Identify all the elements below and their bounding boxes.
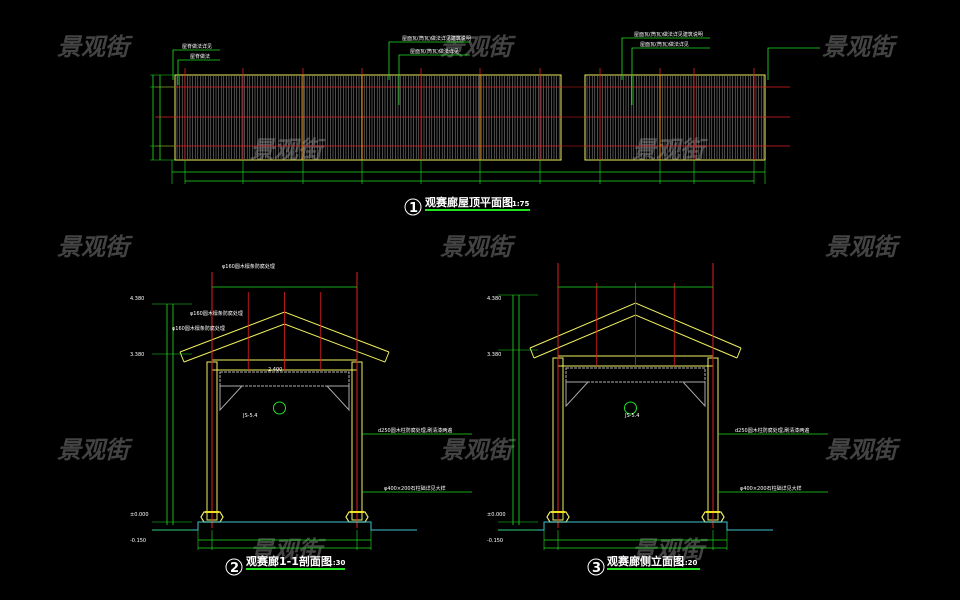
elevation-title: 观赛廊侧立面图 bbox=[607, 554, 684, 568]
detail-marker bbox=[624, 401, 637, 415]
section-number-circle bbox=[225, 558, 243, 576]
callout: d250圆木柱防腐处理,刷清漆两遍 bbox=[378, 427, 452, 434]
elevation-mark: -0.150 bbox=[487, 538, 503, 544]
watermark-text: 景观街 bbox=[825, 233, 901, 261]
elevation-mark: 4.380 bbox=[487, 296, 501, 302]
elevation-mark: 3.380 bbox=[487, 352, 501, 358]
roof-tile-hatch bbox=[176, 76, 765, 159]
callout: 屋脊做法详见 bbox=[182, 43, 212, 50]
side-elevation bbox=[498, 263, 828, 550]
callout: φ400×200石柱础详见大样 bbox=[384, 485, 446, 492]
axis-lines bbox=[155, 68, 790, 160]
elevation-scale: 1:20 bbox=[680, 559, 698, 567]
watermark-text: 景观街 bbox=[632, 536, 708, 564]
roof-plan: 屋面瓦(筒瓦)做法详见建筑说明 屋面瓦(筒瓦)做法详见 屋面瓦(筒瓦)做法详见建… bbox=[150, 31, 820, 216]
ground-line bbox=[498, 521, 773, 531]
elevation-mark: 4.380 bbox=[130, 296, 144, 302]
watermark-text: 景观街 bbox=[440, 233, 516, 261]
plan-dimensions bbox=[150, 74, 766, 184]
watermark-text: 景观街 bbox=[825, 436, 901, 464]
watermarks: 景观街景观街景观街景观街景观街景观街景观街景观街景观街景观街景观街景观街景观街 bbox=[57, 33, 901, 564]
callout: 屋面瓦(筒瓦)做法详见建筑说明 bbox=[402, 35, 471, 42]
watermark-text: 景观街 bbox=[822, 33, 898, 61]
watermark-text: 景观街 bbox=[57, 33, 133, 61]
watermark-text: 景观街 bbox=[250, 536, 326, 564]
section-scale: 1:30 bbox=[328, 559, 346, 567]
eave bbox=[529, 347, 535, 359]
lattice-frieze bbox=[565, 367, 706, 383]
section-title: 观赛廊1-1剖面图 bbox=[246, 554, 332, 568]
detail-marker bbox=[273, 401, 286, 415]
roof-outline-right bbox=[584, 74, 766, 161]
eave bbox=[179, 351, 185, 363]
callout: 屋面瓦(筒瓦)做法详见 bbox=[640, 41, 689, 48]
plan-number-circle bbox=[404, 198, 422, 216]
section-number: 2 bbox=[230, 561, 239, 576]
corner-bracket bbox=[565, 381, 590, 408]
corner-bracket bbox=[325, 385, 350, 412]
callout: φ400×200石柱础详见大样 bbox=[740, 485, 802, 492]
watermark-text: 景观街 bbox=[440, 33, 516, 61]
corner-bracket bbox=[681, 381, 706, 408]
elevation-number-circle bbox=[587, 558, 605, 576]
detail-ref: JS-5.4 bbox=[624, 413, 639, 419]
watermark-text: 景观街 bbox=[57, 436, 133, 464]
eave bbox=[736, 347, 742, 359]
elevation-mark: ±0.000 bbox=[130, 512, 149, 518]
corner-bracket bbox=[219, 385, 244, 412]
callout: φ160圆木檩条防腐处理 bbox=[222, 263, 275, 270]
callout: 屋面瓦(筒瓦)做法详见 bbox=[410, 48, 459, 55]
ground-line bbox=[152, 521, 417, 531]
plan-leaders bbox=[172, 37, 820, 105]
callout: φ160圆木檩条防腐处理 bbox=[172, 325, 225, 332]
callout: 屋脊做法 bbox=[190, 53, 210, 60]
lattice-frieze bbox=[219, 371, 350, 387]
roof-outline-left bbox=[174, 74, 562, 161]
plan-scale: 1:75 bbox=[512, 200, 530, 208]
elevation-mark: 3.380 bbox=[130, 352, 144, 358]
watermark-text: 景观街 bbox=[57, 233, 133, 261]
callout: 屋面瓦(筒瓦)做法详见建筑说明 bbox=[634, 31, 703, 38]
callout: φ160圆木檩条防腐处理 bbox=[190, 310, 243, 317]
eave bbox=[384, 351, 390, 363]
detail-ref: JS-5.4 bbox=[242, 413, 257, 419]
callout: 2.400 bbox=[268, 367, 282, 373]
elevation-number: 3 bbox=[592, 561, 601, 576]
plan-number: 1 bbox=[409, 201, 418, 216]
elevation-mark: ±0.000 bbox=[487, 512, 506, 518]
callout: d250圆木柱防腐处理,刷清漆两遍 bbox=[735, 427, 809, 434]
plan-title: 观赛廊屋顶平面图 bbox=[425, 195, 513, 209]
section-1-1 bbox=[152, 272, 472, 550]
elevation-mark: -0.150 bbox=[130, 538, 146, 544]
watermark-text: 景观街 bbox=[440, 436, 516, 464]
